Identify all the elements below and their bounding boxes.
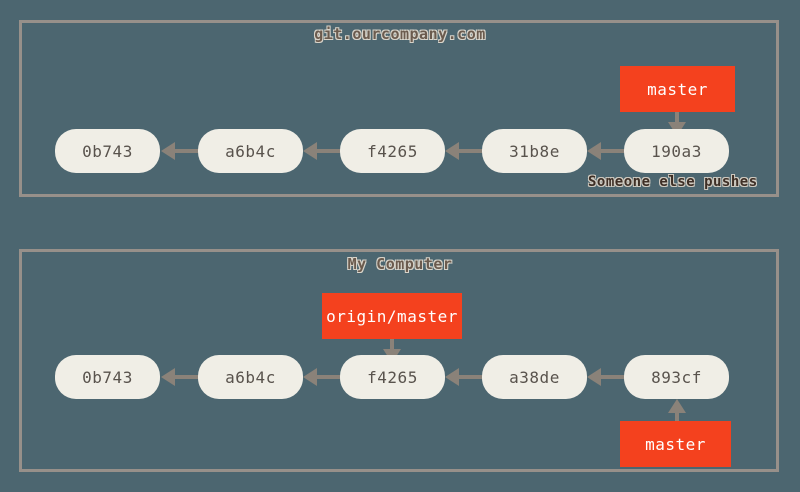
commit-node[interactable]: 190a3 (624, 129, 729, 173)
local-ref-label-master[interactable]: master (620, 421, 731, 467)
arrow-a6b4c-to-0b743-local (161, 366, 198, 388)
arrow-a6b4c-to-0b743 (161, 140, 198, 162)
arrow-shaft (598, 375, 624, 379)
arrow-shaft (456, 375, 482, 379)
arrow-shaft (456, 149, 482, 153)
arrow-head (161, 368, 175, 386)
arrow-f4265-to-a6b4c-local (303, 366, 340, 388)
commit-node[interactable]: a38de (482, 355, 587, 399)
arrow-31b8e-to-f4265 (445, 140, 482, 162)
arrow-shaft (598, 149, 624, 153)
arrow-head (587, 142, 601, 160)
commit-node[interactable]: f4265 (340, 355, 445, 399)
commit-node[interactable]: a6b4c (198, 355, 303, 399)
arrow-893cf-to-a38de (587, 366, 624, 388)
arrow-shaft (172, 149, 198, 153)
arrow-head (161, 142, 175, 160)
arrow-shaft (390, 339, 394, 352)
arrow-head (303, 142, 317, 160)
local-ref-label-origin-master[interactable]: origin/master (322, 293, 462, 339)
commit-node[interactable]: 0b743 (55, 129, 160, 173)
commit-node[interactable]: 31b8e (482, 129, 587, 173)
arrow-head (668, 399, 686, 413)
arrow-a38de-to-f4265 (445, 366, 482, 388)
commit-node[interactable]: 893cf (624, 355, 729, 399)
local-panel-title: My Computer (347, 255, 453, 273)
arrow-shaft (675, 410, 679, 421)
remote-ref-label-master[interactable]: master (620, 66, 735, 112)
arrow-shaft (172, 375, 198, 379)
commit-node[interactable]: f4265 (340, 129, 445, 173)
arrow-head (303, 368, 317, 386)
remote-panel-title: git.ourcompany.com (314, 25, 486, 43)
arrow-head (445, 142, 459, 160)
arrow-shaft (675, 112, 679, 125)
arrow-shaft (314, 375, 340, 379)
arrow-head (445, 368, 459, 386)
commit-node[interactable]: 0b743 (55, 355, 160, 399)
remote-repository-panel (19, 20, 779, 197)
remote-annotation-someone-else-pushes: Someone else pushes (588, 174, 758, 190)
local-repository-panel (19, 249, 779, 472)
arrow-190a3-to-31b8e (587, 140, 624, 162)
arrow-shaft (314, 149, 340, 153)
arrow-f4265-to-a6b4c (303, 140, 340, 162)
commit-node[interactable]: a6b4c (198, 129, 303, 173)
arrow-local-master-to-893cf (666, 399, 688, 421)
arrow-head (587, 368, 601, 386)
